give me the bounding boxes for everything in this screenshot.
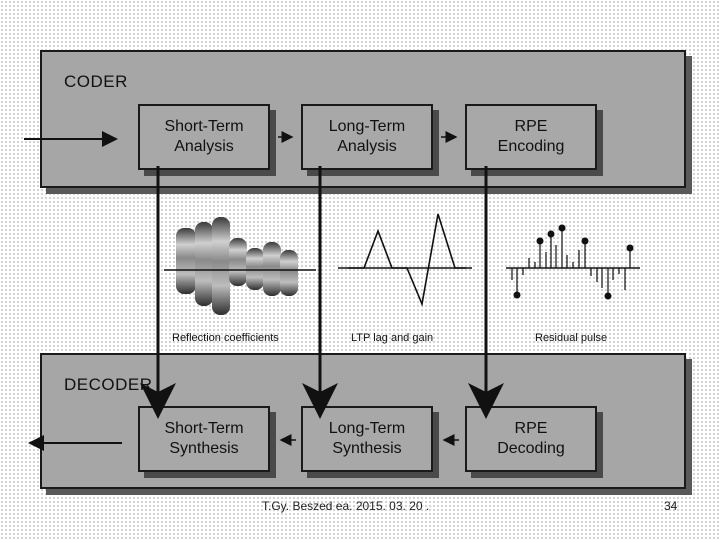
block-label-line1: RPE	[514, 420, 548, 437]
block-label-line2: Encoding	[497, 138, 565, 155]
block-label-line2: Decoding	[497, 440, 565, 457]
caption-residual-pulse: Residual pulse	[535, 332, 608, 344]
residual-pulse-illustration	[506, 224, 640, 300]
block-label-line2: Synthesis	[332, 440, 402, 457]
block-label-line1: Short-Term	[164, 420, 244, 437]
block-label-line1: RPE	[514, 118, 548, 135]
long-term-analysis-block: Long-Term Analysis	[301, 104, 433, 170]
decoder-title: DECODER	[64, 375, 153, 394]
block-label-line1: Long-Term	[328, 118, 406, 135]
block-label-line2: Synthesis	[169, 440, 239, 457]
coder-title: CODER	[64, 72, 128, 91]
ltp-lag-gain-illustration	[338, 213, 472, 307]
short-term-synthesis-block: Short-Term Synthesis	[138, 406, 270, 472]
reflection-coefficients-illustration	[164, 217, 316, 315]
footer-text: T.Gy. Beszed ea. 2015. 03. 20 .	[262, 499, 430, 513]
block-label-line1: Long-Term	[328, 420, 406, 437]
block-label-line1: Short-Term	[164, 118, 244, 135]
caption-reflection-coefficients: Reflection coefficients	[172, 332, 279, 344]
block-label-line2: Analysis	[337, 138, 397, 155]
rpe-encoding-block: RPE Encoding	[465, 104, 597, 170]
block-label-line2: Analysis	[174, 138, 234, 155]
short-term-analysis-block: Short-Term Analysis	[138, 104, 270, 170]
caption-ltp-lag-gain: LTP lag and gain	[351, 332, 434, 344]
page-number: 34	[664, 499, 678, 513]
